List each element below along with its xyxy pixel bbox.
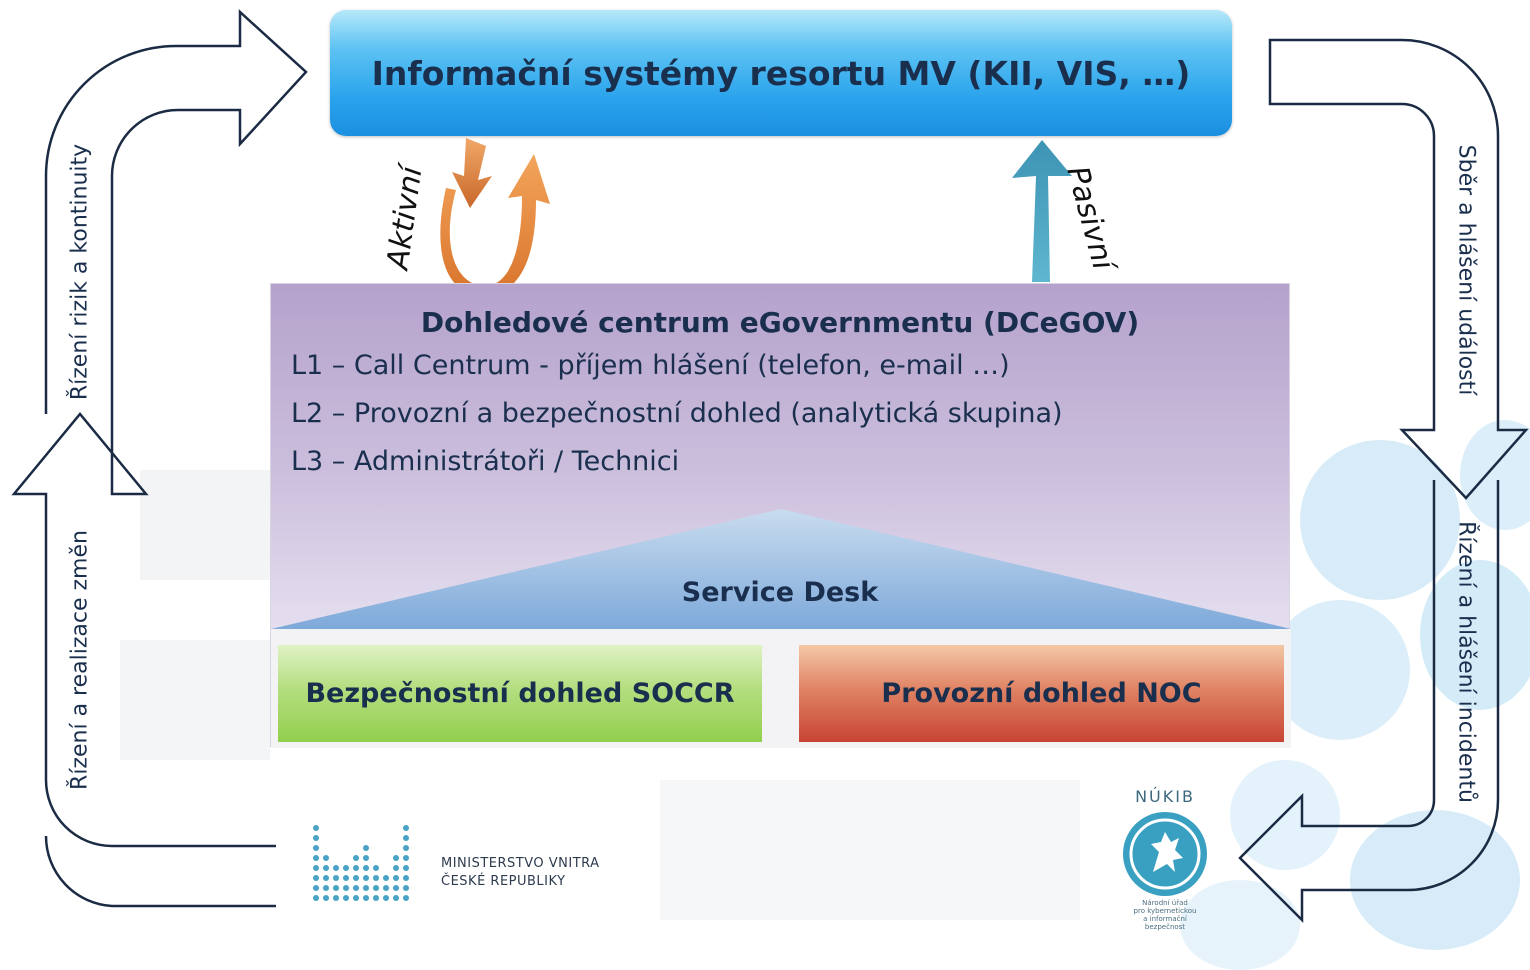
left-lower-arrow-outline	[44, 835, 276, 908]
passive-arrow	[1012, 140, 1072, 282]
nukib-title: NÚKIB	[1135, 787, 1195, 806]
level-l2: L2 – Provozní a bezpečnostní dohled (ana…	[291, 398, 1063, 429]
level-l3: L3 – Administrátoři / Technici	[291, 446, 680, 477]
event-reporting-label: Sběr a hlášení událostí	[1453, 144, 1479, 396]
right-cycle-arrow	[1268, 38, 1529, 500]
information-systems-title: Informační systémy resortu MV (KII, VIS,…	[371, 53, 1191, 93]
ministry-name-line1: MINISTERSTVO VNITRA	[441, 856, 600, 871]
background-block	[120, 640, 270, 760]
nukib-subtitle: Národní úřad pro kybernetickou a informa…	[1133, 899, 1197, 931]
ministry-logo-icon	[313, 825, 409, 901]
background-dot	[1230, 760, 1340, 870]
service-desk-label: Service Desk	[681, 577, 879, 608]
active-arrow-loop	[440, 154, 550, 296]
background-block	[140, 470, 270, 580]
background-dot	[1420, 560, 1530, 710]
left-cycle-arrow	[11, 9, 308, 848]
risk-continuity-label: Řízení rizik a kontinuity	[67, 143, 93, 401]
right-lower-arrow	[1238, 480, 1500, 924]
operations-monitoring-box: Provozní dohled NOC	[799, 645, 1284, 742]
background-dot	[1270, 600, 1410, 740]
level-l1: L1 – Call Centrum - příjem hlášení (tele…	[291, 350, 1010, 381]
incident-reporting-label: Řízení a hlášení incidentů	[1453, 521, 1479, 803]
information-systems-box: Informační systémy resortu MV (KII, VIS,…	[330, 10, 1232, 136]
operations-monitoring-label: Provozní dohled NOC	[881, 678, 1202, 709]
security-monitoring-label: Bezpečnostní dohled SOCCR	[305, 678, 735, 709]
change-management-label: Řízení a realizace změn	[67, 530, 93, 790]
monitoring-center-title: Dohledové centrum eGovernmentu (DCeGOV)	[420, 306, 1140, 339]
security-monitoring-box: Bezpečnostní dohled SOCCR	[278, 645, 762, 742]
ministry-name-line2: ČESKÉ REPUBLIKY	[441, 874, 566, 889]
background-block	[660, 780, 1080, 920]
active-arrow-down	[452, 138, 492, 208]
flow-arrows	[0, 9, 1529, 924]
nukib-emblem-icon	[1123, 812, 1207, 896]
left-cycle-arrow-inner	[0, 780, 276, 906]
